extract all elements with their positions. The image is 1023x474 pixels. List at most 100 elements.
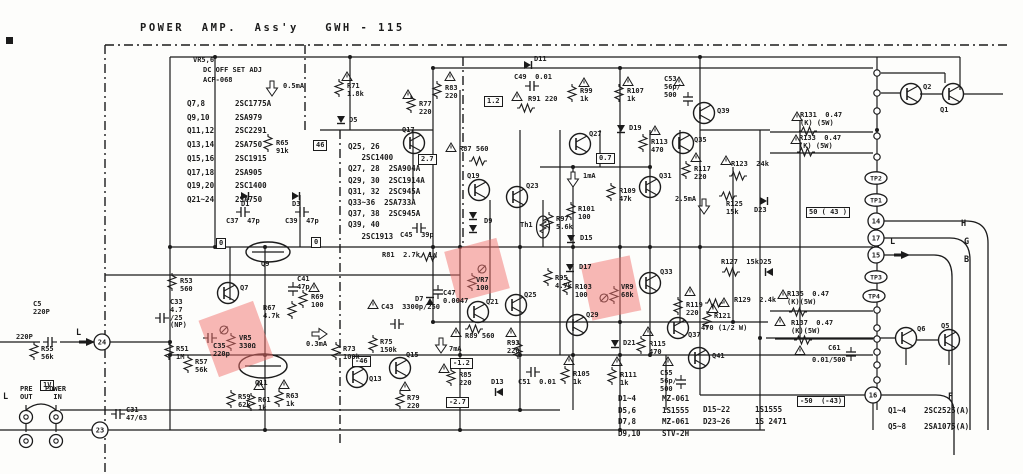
level-box-1v: 1V [40,380,55,391]
testpoint-tp3 [864,270,888,284]
warning-triangle-icon [642,326,654,336]
warning-triangle-icon [707,303,719,313]
res-r113: R113 470 [651,138,668,154]
terminal-23-label: 23 [96,427,104,435]
thermistor-symbol [538,219,548,234]
warning-triangle-icon [720,155,732,165]
res-r57: R57 56k [195,358,208,374]
resistor-symbol [445,368,457,386]
terminal-15-label: 15 [872,252,880,260]
junction-dot [518,408,522,412]
diode-symbol [524,61,531,69]
terminal-16 [864,386,882,404]
current-1ma: 1mA [583,172,596,180]
res-r137: R137 0.47 (K)(5W) [791,319,834,335]
warning-triangle-icon [777,289,789,299]
resistor-symbol [605,183,617,201]
diode-d5: D5 [349,116,358,124]
cap-c53: C53 56p/ 500 [664,75,681,99]
label-q11: Q11 [255,379,268,387]
warning-triangle-icon [690,152,702,162]
res-r65: R65 91k [276,139,289,155]
terminal-14 [867,212,885,230]
warning-triangle-icon [790,134,802,144]
transistor-Q37 [666,316,690,340]
resistor-symbol [722,266,740,278]
transistor-list-mid-row: Q27, 28 2SA904A [348,164,421,174]
label-q35: Q35 [694,136,707,144]
warning-triangle-icon [794,345,806,355]
transistor-Q2 [899,82,923,106]
wire-bracket [884,237,971,430]
label-q15: Q15 [406,351,419,359]
junction-dot [348,55,352,59]
transistor-symbol [699,114,712,122]
transistor-list-mid-row: Q25, 26 [348,142,380,151]
transistor-Q21 [466,300,490,324]
res-r83: R83 220 [445,84,458,100]
label-q37: Q37 [688,331,701,339]
transistor-symbol [473,303,486,311]
label-q1: Q1 [940,106,949,114]
label-q33: Q33 [660,268,673,276]
res-r103: R103 100 [575,283,592,299]
label-q6: Q6 [917,325,926,333]
transistor-Q33 [638,271,662,295]
voltage-box-46: 46 [313,140,328,151]
label-q41: Q41 [712,352,725,360]
cap-c49: C49 0.01 [514,73,552,81]
transistor-symbol [906,95,919,103]
resistor-symbol [606,367,618,385]
transistor-list-mid-row: Q33~36 2SA733A [348,198,416,207]
page-title: POWER AMP. Ass'y GWH - 115 [140,22,405,34]
voltage-box-1p2: 1.2 [484,96,503,107]
connector-pin [873,69,881,77]
resistor-symbol [163,342,175,360]
diode-symbol [760,197,767,205]
voltage-box-0b: 0 [311,237,322,248]
label-q13: Q13 [369,375,382,383]
diode-d13: D13 [491,378,504,386]
resistor-symbol [637,134,649,152]
transistor-Q31 [638,175,662,199]
voltage-box-0a: 0 [216,238,227,249]
resistor-symbol [394,391,406,409]
warning-triangle-icon [367,299,379,309]
diode-d3: D3 [292,200,301,208]
warning-triangle-icon [445,142,457,152]
resistor-symbol [701,311,713,329]
junction-dot [698,55,702,59]
wire-bracket [880,394,955,455]
transistor-symbol [511,296,524,304]
res-r93: R93 220 [507,339,520,355]
junction-dot [618,245,622,249]
warning-triangle-icon [662,356,674,366]
label-q7: Q7 [240,284,249,292]
transistor-Q27 [568,132,592,156]
transistor-symbol [511,306,524,314]
diode-d9: D9 [484,217,493,225]
connector-pin [873,107,881,115]
cap-c39: C39 47p [285,217,319,225]
junction-dot [731,320,735,324]
transistor-symbol [944,331,957,339]
pre-out-jack [18,409,34,425]
current-2p5ma: 2.5mA [675,195,697,203]
res-r123: R123 24k [731,160,769,168]
transistor-Q1 [941,82,965,106]
connector-pin [873,306,881,314]
vr56-note-3: ACP-068 [203,76,233,84]
warning-triangle-icon [505,327,517,337]
transistor-symbol [575,135,588,143]
warning-triangle-icon [791,111,803,121]
transistor-Q15 [388,356,412,380]
diode-d7: D7 [415,295,424,303]
res-r77: R77 220 [419,100,432,116]
pot-vr9: VR9 68k [621,283,634,299]
junction-dot [263,428,267,432]
cap-c41: C41 47p [297,275,310,291]
warning-triangle-icon [774,316,786,326]
